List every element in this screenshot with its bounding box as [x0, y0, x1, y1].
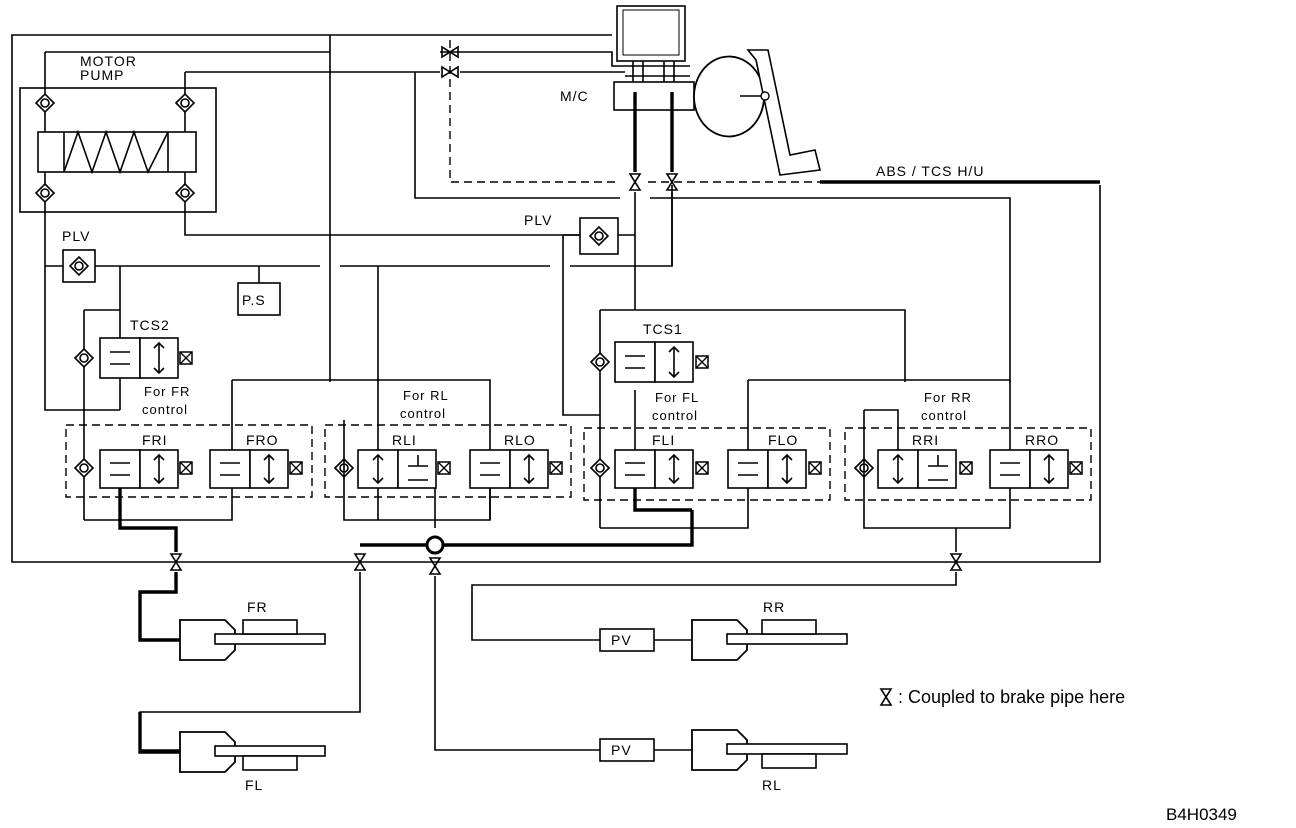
- fri-valve-icon: [99, 449, 141, 489]
- wheel-fr: [179, 619, 326, 661]
- wheel-rl: [691, 729, 848, 771]
- fro-label: FRO: [246, 432, 279, 448]
- pv-rl-label: PV: [611, 742, 632, 758]
- plv-left-label: PLV: [62, 228, 90, 244]
- rlo-valve-icon: [469, 449, 511, 489]
- coupling-icon: [629, 173, 641, 191]
- rro-valve-icon: [989, 449, 1031, 489]
- coupling-icon: [429, 557, 441, 575]
- ps-label: P.S: [242, 292, 266, 308]
- for-rl-control-label: control: [400, 406, 446, 421]
- wheel-rr-label: RR: [763, 599, 785, 615]
- mc-body: [613, 81, 695, 111]
- motor-label: MOTOR: [80, 53, 137, 69]
- rro-label: RRO: [1025, 432, 1059, 448]
- for-fr-label: For FR: [144, 384, 190, 399]
- pv-rr-label: PV: [611, 632, 632, 648]
- rri-label: RRI: [912, 432, 939, 448]
- reservoir: [616, 5, 686, 62]
- for-rr-label: For RR: [924, 390, 972, 405]
- figure-code: B4H0349: [1166, 805, 1237, 824]
- wheel-fr-label: FR: [247, 599, 268, 615]
- tcs1-label: TCS1: [643, 321, 683, 337]
- flo-label: FLO: [768, 432, 798, 448]
- wheel-fl-label: FL: [245, 777, 263, 793]
- legend: : Coupled to brake pipe here: [880, 687, 1125, 707]
- for-fl-control-label: control: [652, 408, 698, 423]
- legend-text: : Coupled to brake pipe here: [898, 687, 1125, 707]
- flo-valve-icon: [727, 449, 769, 489]
- wheel-rl-label: RL: [762, 777, 782, 793]
- brake-pedal-icon: [746, 49, 821, 176]
- rlo-label: RLO: [504, 432, 536, 448]
- return-line: [11, 34, 1101, 563]
- coupling-icon: [880, 688, 892, 706]
- wheel-fl: [179, 731, 326, 773]
- motor-icon: [37, 131, 197, 173]
- unit-label: ABS / TCS H/U: [876, 163, 984, 179]
- fli-valve-icon: [614, 449, 656, 489]
- tcs2-valve-icon: [99, 337, 141, 379]
- for-rl-label: For RL: [403, 388, 449, 403]
- fli-label: FLI: [652, 432, 675, 448]
- rli-label: RLI: [392, 432, 417, 448]
- fro-valve-icon: [209, 449, 251, 489]
- tcs2-label: TCS2: [130, 317, 170, 333]
- pump-label: PUMP: [80, 67, 124, 83]
- pressure-switch: [237, 282, 281, 316]
- fri-label: FRI: [142, 432, 168, 448]
- tcs1-valve-icon: [614, 341, 656, 383]
- for-rr-control-label: control: [921, 408, 967, 423]
- wheel-rr: [691, 619, 848, 661]
- mc-label: M/C: [560, 88, 589, 104]
- for-fr-control-label: control: [142, 402, 188, 417]
- plv-right-label: PLV: [524, 212, 552, 228]
- for-fl-label: For FL: [655, 390, 699, 405]
- master-cylinder: [613, 5, 821, 176]
